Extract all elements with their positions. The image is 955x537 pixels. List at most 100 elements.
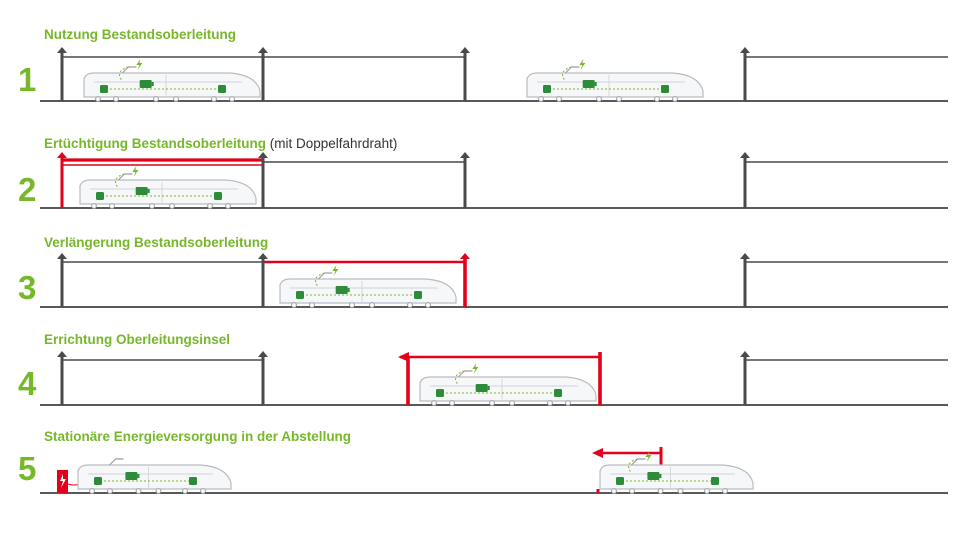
row-2-mast-1-cap <box>57 152 67 158</box>
row-1-train-a-wheel <box>229 96 235 102</box>
lightning-icon <box>136 59 143 70</box>
row-1-train-b-body <box>526 72 704 98</box>
pantograph-icon <box>457 370 473 378</box>
scenario-1-title: Nutzung Bestandsoberleitung <box>44 27 236 43</box>
row-5-train-b-wheel <box>611 488 617 494</box>
scenario-4-title: Errichtung Oberleitungsinsel <box>44 332 230 348</box>
row-5-depot-arrow <box>592 448 603 458</box>
motor-icon <box>436 389 444 397</box>
row-4-train-wheel <box>565 400 571 406</box>
motor-icon <box>661 85 669 93</box>
scenario-3-title-text: Verlängerung Bestandsoberleitung <box>44 235 269 250</box>
row-1-train-b-wheel <box>538 96 544 102</box>
row-5-train-b-wheel <box>704 488 710 494</box>
row-3-train <box>279 265 457 308</box>
motor-icon <box>214 192 222 200</box>
row-4-train <box>419 363 597 406</box>
row-5-train-b-energy-arc <box>628 458 638 474</box>
motor-icon <box>543 85 551 93</box>
row-2-train-wheel <box>91 203 97 209</box>
battery-icon <box>475 384 488 392</box>
battery-icon-tip <box>147 189 150 193</box>
row-2-mast-3-cap <box>460 152 470 158</box>
row-5-train-a-wheel <box>89 488 95 494</box>
pantograph-icon <box>109 458 124 466</box>
row-4-train-energy-arc <box>454 370 465 386</box>
battery-icon <box>335 286 348 294</box>
row-5-train-b-body <box>599 464 754 490</box>
scenario-2-title-text: Ertüchtigung Bestandsoberleitung <box>44 136 267 151</box>
battery-icon <box>582 80 595 88</box>
row-2-train-energy-arc <box>114 173 125 189</box>
row-4-train-wheel <box>509 400 515 406</box>
motor-icon <box>554 389 562 397</box>
row-1-train-b-wheel <box>654 96 660 102</box>
scenario-2-number: 2 <box>18 171 37 208</box>
row-5-train-b-wheel <box>657 488 664 494</box>
row-5-train-a-wheel <box>135 488 142 494</box>
battery-icon <box>135 187 148 195</box>
row-1-mast-1-cap <box>57 47 67 53</box>
row-1-mast-4-cap <box>740 47 750 53</box>
row-4-mast-2-cap <box>258 351 268 357</box>
row-1-train-b <box>526 59 704 102</box>
row-1-train-b-wheel <box>556 96 562 102</box>
row-1-mast-2-cap <box>258 47 268 53</box>
row-1-train-a-wheel <box>173 96 179 102</box>
row-4-mast-3-cap <box>740 351 750 357</box>
motor-icon <box>616 477 624 485</box>
scenario-5-title-text: Stationäre Energieversorgung in der Abst… <box>44 429 352 444</box>
row-3-train-energy-arc <box>314 272 325 288</box>
row-1-train-b-energy-arc <box>561 66 572 82</box>
row-4-train-body <box>419 376 597 402</box>
row-3-train-wheel <box>369 302 375 308</box>
row-3-mast-2-cap <box>258 253 268 259</box>
row-2-mast-4-cap <box>740 152 750 158</box>
row-2-train-wheel <box>109 203 115 209</box>
row-1-train-a-energy-arc <box>118 66 129 82</box>
row-5-train-b-wheel <box>722 488 728 494</box>
scenario-1-number: 1 <box>18 61 37 98</box>
row-1-train-a <box>83 59 261 102</box>
scenario-2-note: (mit Doppelfahrdraht) <box>266 136 398 151</box>
scenario-2-title: Ertüchtigung Bestandsoberleitung (mit Do… <box>44 136 397 152</box>
row-2-train-wheel <box>169 203 175 209</box>
row-2-train <box>79 166 257 209</box>
battery-icon <box>125 472 138 480</box>
row-1-train-a-body <box>83 72 261 98</box>
row-1-train-a-wheel <box>95 96 101 102</box>
motor-icon <box>414 291 422 299</box>
scenario-3-number: 3 <box>18 269 37 306</box>
row-2-train-body <box>79 179 257 205</box>
row-2-train-wheel <box>207 203 213 209</box>
row-2-mast-2-cap <box>258 152 268 158</box>
pantograph-icon <box>117 173 133 181</box>
row-5-train-a-wheel <box>182 488 188 494</box>
lightning-icon <box>332 265 339 276</box>
row-1-train-a-wheel <box>113 96 119 102</box>
battery-icon-tip <box>151 82 154 86</box>
battery-icon <box>647 472 660 480</box>
motor-icon <box>711 477 719 485</box>
row-5-train-b-wheel <box>629 488 635 494</box>
motor-icon <box>296 291 304 299</box>
row-3-train-wheel <box>349 302 355 308</box>
motor-icon <box>189 477 197 485</box>
row-5-train-a-wheel <box>200 488 206 494</box>
row-3-train-body <box>279 278 457 304</box>
battery-icon-tip <box>137 474 140 478</box>
battery-icon-tip <box>487 386 490 390</box>
row-3-new-mast-cap <box>460 253 470 259</box>
charging-station-icon <box>57 470 68 493</box>
row-1-train-b-wheel <box>672 96 678 102</box>
row-3-train-wheel <box>309 302 315 308</box>
scenario-5-title: Stationäre Energieversorgung in der Abst… <box>44 429 351 445</box>
scenario-3-title: Verlängerung Bestandsoberleitung <box>44 235 268 251</box>
row-1-train-a-wheel <box>153 96 159 102</box>
row-2-train-wheel <box>149 203 155 209</box>
row-4-train-wheel <box>547 400 553 406</box>
row-1-train-b-wheel <box>596 96 602 102</box>
lightning-icon <box>132 166 139 177</box>
motor-icon <box>100 85 108 93</box>
battery-icon-tip <box>659 474 662 478</box>
